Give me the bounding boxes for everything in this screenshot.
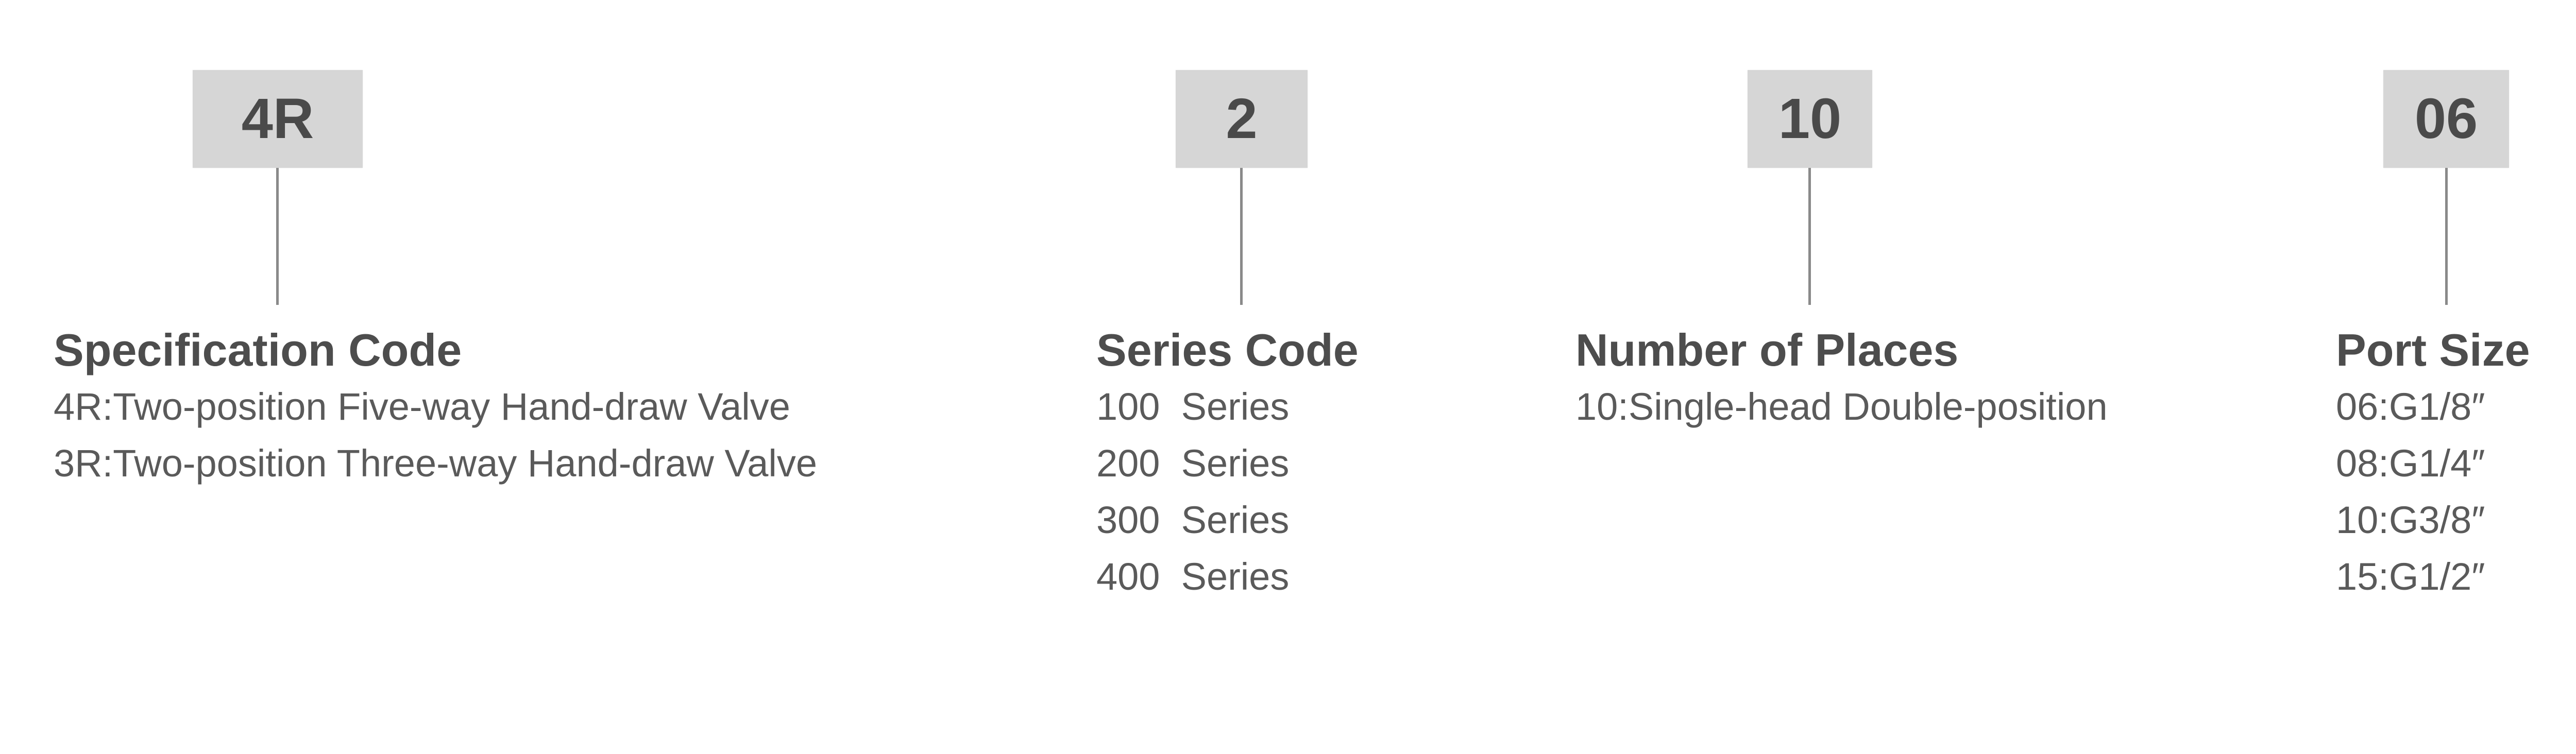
connector-line-port-size (2445, 168, 2448, 305)
group-title-places: Number of Places (1575, 324, 1959, 375)
group-item: 400 Series (1096, 555, 1290, 598)
group-item: 06:G1/8″ (2336, 385, 2485, 428)
legend-group-places: Number of Places 10:Single-head Double-p… (1575, 322, 2108, 435)
legend-group-specification: Specification Code 4R:Two-position Five-… (54, 322, 817, 492)
code-box-port-size: 06 (2383, 70, 2509, 168)
code-box-series: 2 (1176, 70, 1308, 168)
group-item: 4R:Two-position Five-way Hand-draw Valve (54, 385, 790, 428)
connector-line-series (1240, 168, 1243, 305)
group-item: 200 Series (1096, 442, 1290, 485)
group-title-port-size: Port Size (2336, 324, 2530, 375)
group-item: 3R:Two-position Three-way Hand-draw Valv… (54, 442, 818, 485)
group-item: 10:Single-head Double-position (1575, 385, 2108, 428)
code-box-specification: 4R (193, 70, 363, 168)
connector-line-places (1808, 168, 1811, 305)
group-item: 10:G3/8″ (2336, 499, 2485, 541)
group-title-specification: Specification Code (54, 324, 462, 375)
code-box-places: 10 (1748, 70, 1872, 168)
group-item: 100 Series (1096, 385, 1290, 428)
legend-group-port-size: Port Size 06:G1/8″ 08:G1/4″ 10:G3/8″ 15:… (2336, 322, 2530, 605)
group-title-series: Series Code (1096, 324, 1359, 375)
group-item: 300 Series (1096, 499, 1290, 541)
group-item: 15:G1/2″ (2336, 555, 2485, 598)
connector-line-specification (276, 168, 279, 305)
legend-group-series: Series Code 100 Series 200 Series 300 Se… (1096, 322, 1359, 605)
group-item: 08:G1/4″ (2336, 442, 2485, 485)
